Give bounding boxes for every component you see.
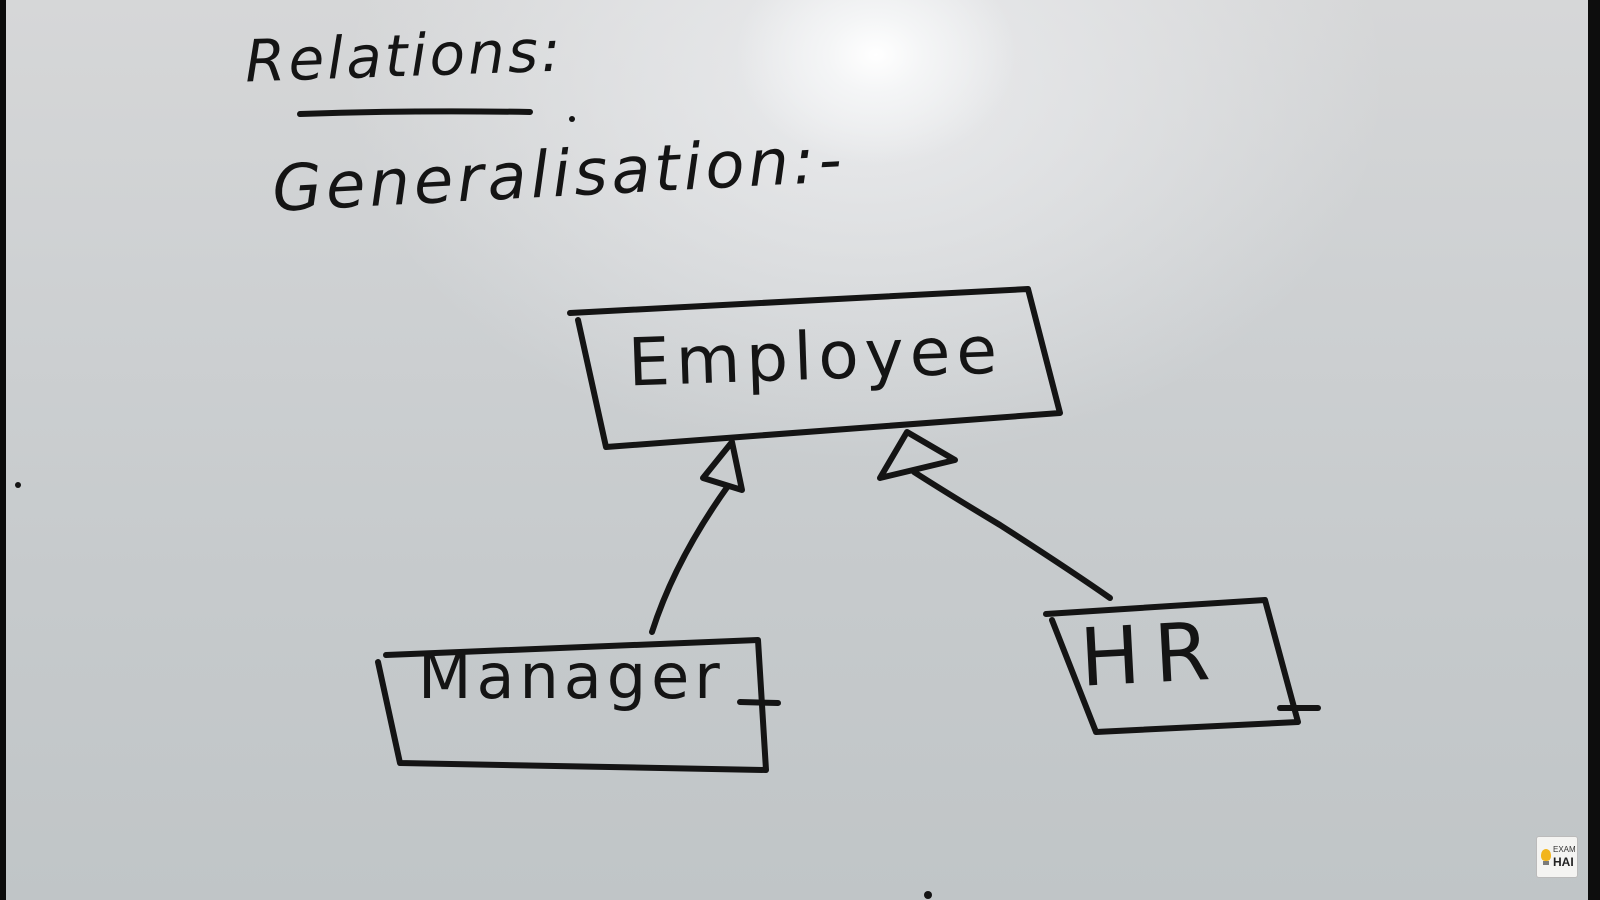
right-border xyxy=(1588,0,1600,900)
whiteboard xyxy=(6,0,1588,900)
manager-label: Manager xyxy=(418,640,725,713)
employee-label: Employee xyxy=(626,311,1005,402)
hr-box xyxy=(1043,597,1301,735)
hr-arrowhead xyxy=(877,429,958,481)
manager-box-tick xyxy=(737,699,781,706)
ink-dot xyxy=(15,482,21,488)
hr-to-employee-line xyxy=(911,469,1113,601)
manager-box xyxy=(375,637,769,773)
heading-underline xyxy=(297,108,533,117)
employee-box xyxy=(567,286,1063,450)
channel-logo[interactable]: EXAM HAI xyxy=(1537,837,1577,877)
bulb-icon xyxy=(1541,849,1551,865)
logo-line1: EXAM xyxy=(1553,845,1576,854)
left-border xyxy=(0,0,6,900)
heading: Relations: xyxy=(243,16,565,96)
logo-line2: HAI xyxy=(1553,855,1574,869)
manager-arrowhead xyxy=(700,439,745,493)
ink-dot xyxy=(924,891,932,899)
manager-to-employee-line xyxy=(649,483,731,635)
ink-dot xyxy=(569,116,575,122)
hr-label: HR xyxy=(1077,604,1227,705)
